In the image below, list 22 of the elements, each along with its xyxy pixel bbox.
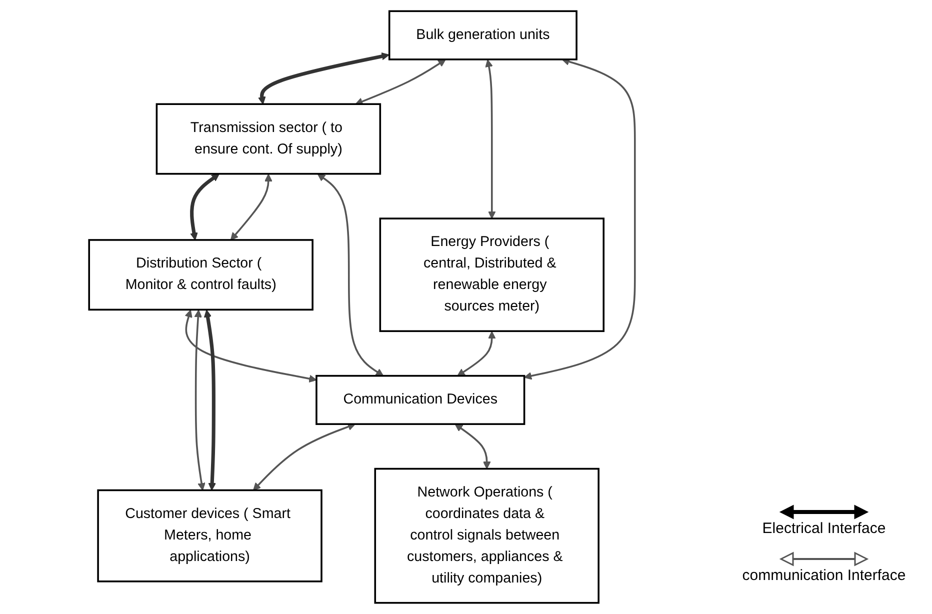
node-box: Customer devices ( Smart Meters, home applications) [97,489,322,582]
arrow [317,174,384,376]
node-box: Network Operations ( coordinates data & control signals between customers, appliances & utility companies) [374,468,600,604]
arrow [355,59,446,106]
node-box: Energy Providers ( central, Distributed & renewable energy sources meter) [379,218,604,332]
arrow [230,174,272,240]
arrow [524,58,636,380]
node-box: Bulk generation units [388,10,578,60]
legend-label: Electrical Interface [762,520,886,537]
node-box: Transmission sector ( to ensure cont. Of supply) [156,103,382,175]
node-box: Communication Devices [316,374,526,425]
arrow [184,310,317,383]
legend-label: communication Interface [742,567,906,584]
arrow [457,331,496,376]
arrow [454,424,491,470]
arrow [253,423,356,491]
node-box: Distribution Sector ( Monitor & control faults) [88,239,314,311]
arrow [194,310,206,491]
arrow [190,174,220,240]
arrow [204,310,216,491]
arrow [485,59,496,219]
arrow [258,52,390,104]
